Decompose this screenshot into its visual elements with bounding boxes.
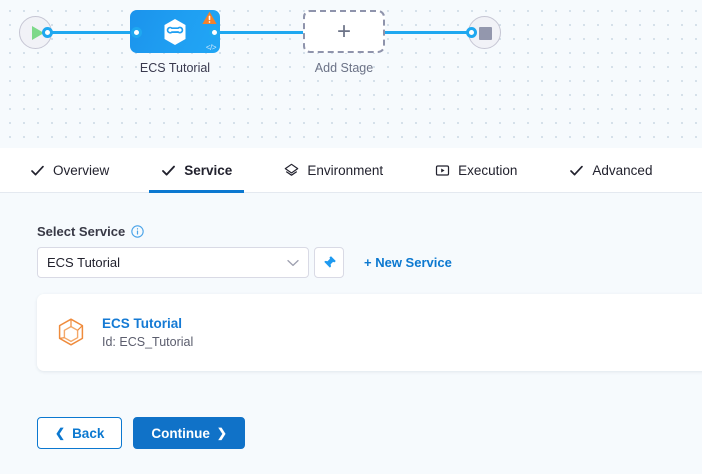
wizard-footer-buttons: ❮ Back Continue ❯ (37, 417, 245, 449)
back-button[interactable]: ❮ Back (37, 417, 123, 449)
info-icon[interactable] (131, 225, 144, 238)
select-service-label-row: Select Service (37, 224, 144, 239)
check-icon (161, 163, 176, 178)
add-stage-button[interactable]: + (303, 10, 385, 53)
code-brackets-icon[interactable]: </> (205, 43, 217, 52)
add-stage-label: Add Stage (314, 61, 374, 75)
stage-node-input-port[interactable] (131, 27, 142, 38)
pin-service-button[interactable] (314, 247, 344, 278)
service-summary-text: ECS Tutorial Id: ECS_Tutorial (102, 315, 193, 351)
chevron-left-icon: ❮ (55, 426, 66, 440)
stage-config-tabs: Overview Service Environment (0, 148, 702, 193)
tab-service[interactable]: Service (149, 148, 245, 193)
new-service-button[interactable]: + New Service (364, 255, 452, 270)
pipeline-canvas[interactable]: </> ECS Tutorial + Add Stage (0, 0, 702, 148)
connector-start-to-stage (44, 31, 136, 34)
service-select-row: ECS Tutorial + New Service (37, 247, 452, 278)
harness-hexagon-icon (164, 18, 186, 45)
chevron-right-icon: ❯ (216, 426, 227, 440)
stop-square-icon (479, 27, 492, 40)
chevron-down-icon[interactable] (287, 259, 299, 267)
end-node-port[interactable] (466, 27, 477, 38)
tab-service-label: Service (184, 162, 233, 178)
check-icon (569, 163, 584, 178)
pin-icon (323, 256, 336, 268)
plus-icon: + (336, 17, 352, 45)
layers-icon (284, 163, 299, 178)
continue-button-label: Continue (151, 425, 210, 441)
back-button-label: Back (72, 425, 105, 441)
tab-environment-label: Environment (307, 162, 384, 178)
play-box-icon (435, 163, 450, 178)
stage-node-ecs-tutorial[interactable]: </> (130, 10, 220, 53)
tab-advanced[interactable]: Advanced (557, 148, 664, 193)
service-select[interactable]: ECS Tutorial (37, 247, 309, 278)
service-summary-card[interactable]: ECS Tutorial Id: ECS_Tutorial (37, 294, 702, 371)
new-service-label: + New Service (364, 255, 452, 270)
start-node-port[interactable] (42, 27, 53, 38)
check-icon (30, 163, 45, 178)
connector-stage-to-add (214, 31, 307, 34)
tab-environment[interactable]: Environment (272, 148, 395, 193)
select-service-label: Select Service (37, 224, 126, 239)
continue-button[interactable]: Continue ❯ (133, 417, 245, 449)
warning-triangle-icon[interactable] (202, 11, 217, 25)
stage-node-label: ECS Tutorial (139, 61, 211, 75)
play-icon (32, 26, 44, 40)
cube-hexagon-icon (58, 317, 84, 346)
connector-add-to-end (381, 31, 479, 34)
tab-execution[interactable]: Execution (423, 148, 529, 193)
service-summary-name[interactable]: ECS Tutorial (102, 315, 183, 331)
tab-overview-label: Overview (53, 162, 110, 178)
tab-advanced-label: Advanced (592, 162, 653, 178)
stage-node-output-port[interactable] (209, 27, 220, 38)
service-summary-id: Id: ECS_Tutorial (102, 334, 194, 349)
tab-execution-label: Execution (458, 162, 518, 178)
tab-overview[interactable]: Overview (18, 148, 121, 193)
service-select-value: ECS Tutorial (47, 255, 120, 270)
